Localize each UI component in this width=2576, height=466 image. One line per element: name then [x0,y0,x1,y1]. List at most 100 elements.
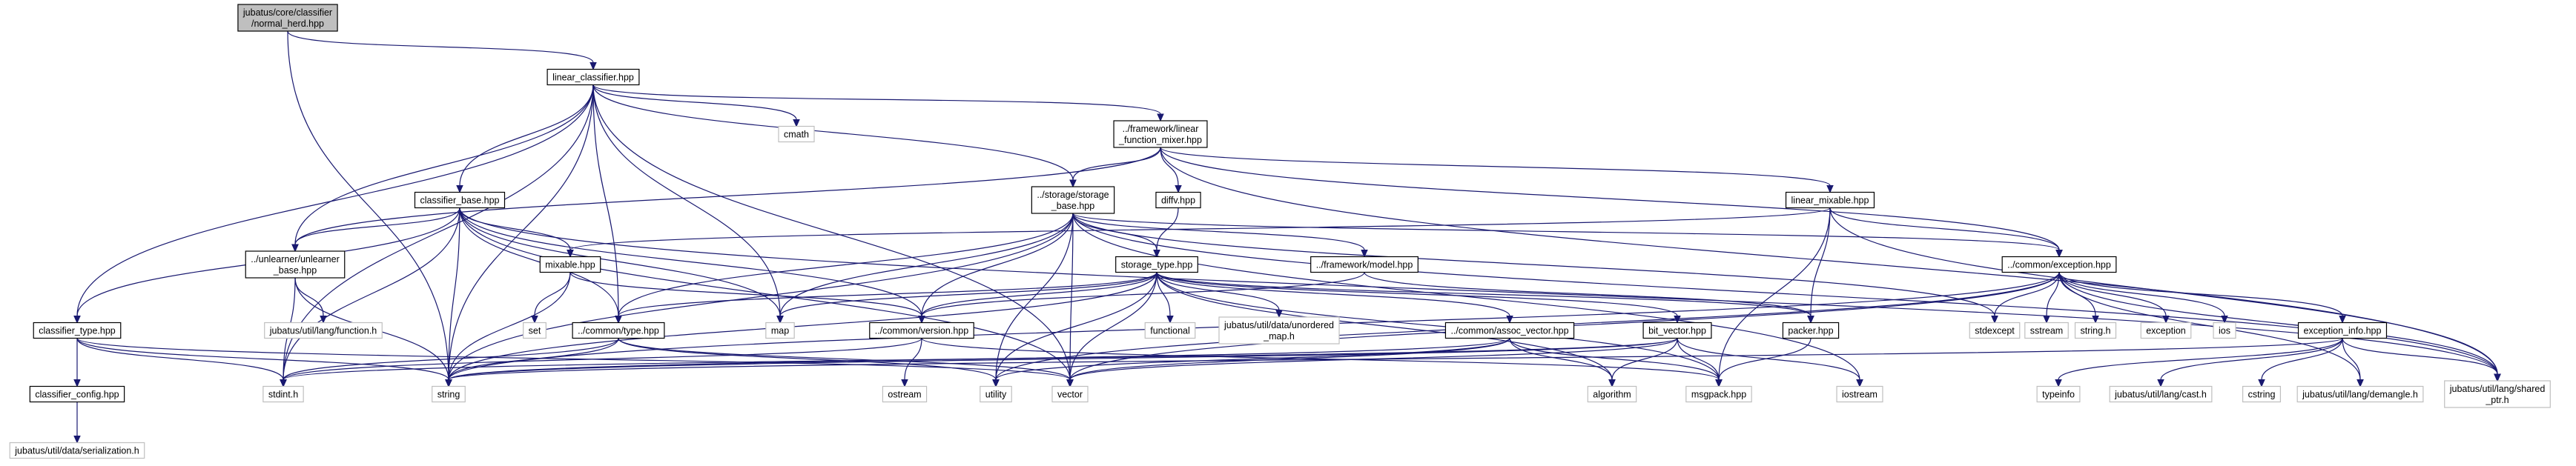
node-label: classifier_type.hpp [39,326,116,336]
node-box [980,385,1012,403]
edge-assoc-vector-to-algorithm [1509,338,1616,387]
node-box [539,256,601,273]
edge-assoc-vector-to-msgpack [1509,338,1723,387]
node-label: stdexcept [1975,326,2015,336]
node-box [2297,322,2388,339]
edge-exception-info-to-lang-demangle [2342,338,2364,387]
node-linear-function-mixer[interactable]: ../framework/linear_function_mixer.hpp [1113,120,1208,148]
node-box [29,385,125,403]
edge-linear-mixable-to-mixable [567,207,1831,258]
edge-classifier-type-to-stdint [76,338,287,387]
node-box [1310,256,1419,273]
node-box [33,322,122,339]
node-box [1444,322,1575,339]
node-box [1836,385,1883,403]
node-label: linear_classifier.hpp [552,73,634,83]
edge-linear-function-mixer-to-diffv [1160,147,1182,193]
node-box [2213,322,2236,339]
node-exception-info[interactable]: exception_info.hpp [2297,322,2388,339]
edge-classifier-base-to-map [459,207,784,324]
edge-storage-base-to-utility [992,213,1074,387]
edge-classifier-type-to-classifier-config [73,338,81,387]
node-mixable[interactable]: mixable.hpp [539,256,601,273]
node-packer[interactable]: packer.hpp [1782,322,1840,339]
node-label: cmath [784,130,809,140]
node-box [765,322,795,339]
edge-storage-base-to-storage-type [1072,213,1160,258]
edge-linear-function-mixer-to-linear-mixable [1160,147,1834,193]
node-algorithm: algorithm [1587,385,1637,403]
edge-classifier-config-to-serialization [73,402,81,444]
node-box [1115,256,1198,273]
edge-linear-classifier-to-common-type [592,84,622,324]
node-sstream: sstream [2024,322,2069,339]
node-label: mixable.hpp [545,260,595,270]
node-stdexcept: stdexcept [1969,322,2021,339]
node-box [1218,316,1340,344]
node-label: jubatus/core/classifier/normal_herd.hpp [242,7,332,29]
node-label: msgpack.hpp [1691,390,1746,400]
node-root[interactable]: jubatus/core/classifier/normal_herd.hpp [237,4,338,32]
node-box [1155,191,1201,209]
node-common-exception[interactable]: ../common/exception.hpp [2001,256,2117,273]
node-box [9,442,145,459]
node-linear-classifier[interactable]: linear_classifier.hpp [546,68,640,86]
node-box [2140,322,2192,339]
node-box [414,191,506,209]
node-diffv[interactable]: diffv.hpp [1155,191,1201,209]
edge-classifier-base-to-unlearner-base [291,207,460,253]
edge-assoc-vector-to-vector [1066,338,1510,387]
edge-exception-info-to-string [445,337,2343,387]
edge-storage-base-to-framework-model [1072,213,1368,258]
node-common-type[interactable]: ../common/type.hpp [572,322,665,339]
node-classifier-config[interactable]: classifier_config.hpp [29,385,125,403]
node-set: set [523,322,546,339]
node-lang-demangle: jubatus/util/lang/demangle.h [2296,385,2424,403]
edge-linear-classifier-to-classifier-type [73,84,594,324]
node-label: bit_vector.hpp [1648,326,1706,336]
node-lang-cast: jubatus/util/lang/cast.h [2109,385,2213,403]
node-label: jubatus/util/lang/function.h [269,326,377,336]
node-box [1685,385,1752,403]
edge-storage-type-to-bit-vector [1156,272,1681,324]
node-classifier-base[interactable]: classifier_base.hpp [414,191,506,209]
node-box [869,322,974,339]
node-unlearner-base[interactable]: ../unlearner/unlearner_base.hpp [245,250,346,279]
node-label: ostream [888,390,921,400]
node-linear-mixable[interactable]: linear_mixable.hpp [1785,191,1875,209]
node-label: functional [1150,326,1190,336]
edge-mixable-to-set [531,272,571,324]
edge-linear-classifier-to-string [445,84,594,387]
node-msgpack: msgpack.hpp [1685,385,1752,403]
node-box [432,385,466,403]
node-assoc-vector[interactable]: ../common/assoc_vector.hpp [1444,322,1575,339]
node-label: packer.hpp [1788,326,1833,336]
node-storage-base[interactable]: ../storage/storage_base.hpp [1031,186,1115,214]
node-label: jubatus/util/lang/cast.h [2114,390,2207,400]
edge-storage-type-to-map [776,272,1157,324]
node-common-version[interactable]: ../common/version.hpp [869,322,974,339]
node-vector: vector [1051,385,1089,403]
node-bit-vector[interactable]: bit_vector.hpp [1642,322,1712,339]
node-framework-model[interactable]: ../framework/model.hpp [1310,256,1419,273]
node-box [264,322,383,339]
edge-bit-vector-to-iostream [1677,338,1863,387]
node-classifier-type[interactable]: classifier_type.hpp [33,322,122,339]
node-shared-ptr: jubatus/util/lang/shared_ptr.h [2444,380,2551,408]
node-box [778,125,815,143]
edge-root-to-linear-classifier [287,30,597,70]
node-box [2109,385,2213,403]
node-box [1587,385,1637,403]
edge-storage-type-to-common-type [615,272,1157,324]
node-box [1785,191,1875,209]
edge-exception-info-to-cstring [2258,338,2343,387]
node-label: storage_type.hpp [1121,260,1193,270]
node-string-h: string.h [2074,322,2117,339]
node-label: set [529,326,541,336]
node-label: string [437,390,460,400]
node-box [245,250,346,279]
node-iostream: iostream [1836,385,1883,403]
node-box [523,322,546,339]
edge-common-exception-to-sstream [2043,272,2060,324]
node-storage-type[interactable]: storage_type.hpp [1115,256,1198,273]
